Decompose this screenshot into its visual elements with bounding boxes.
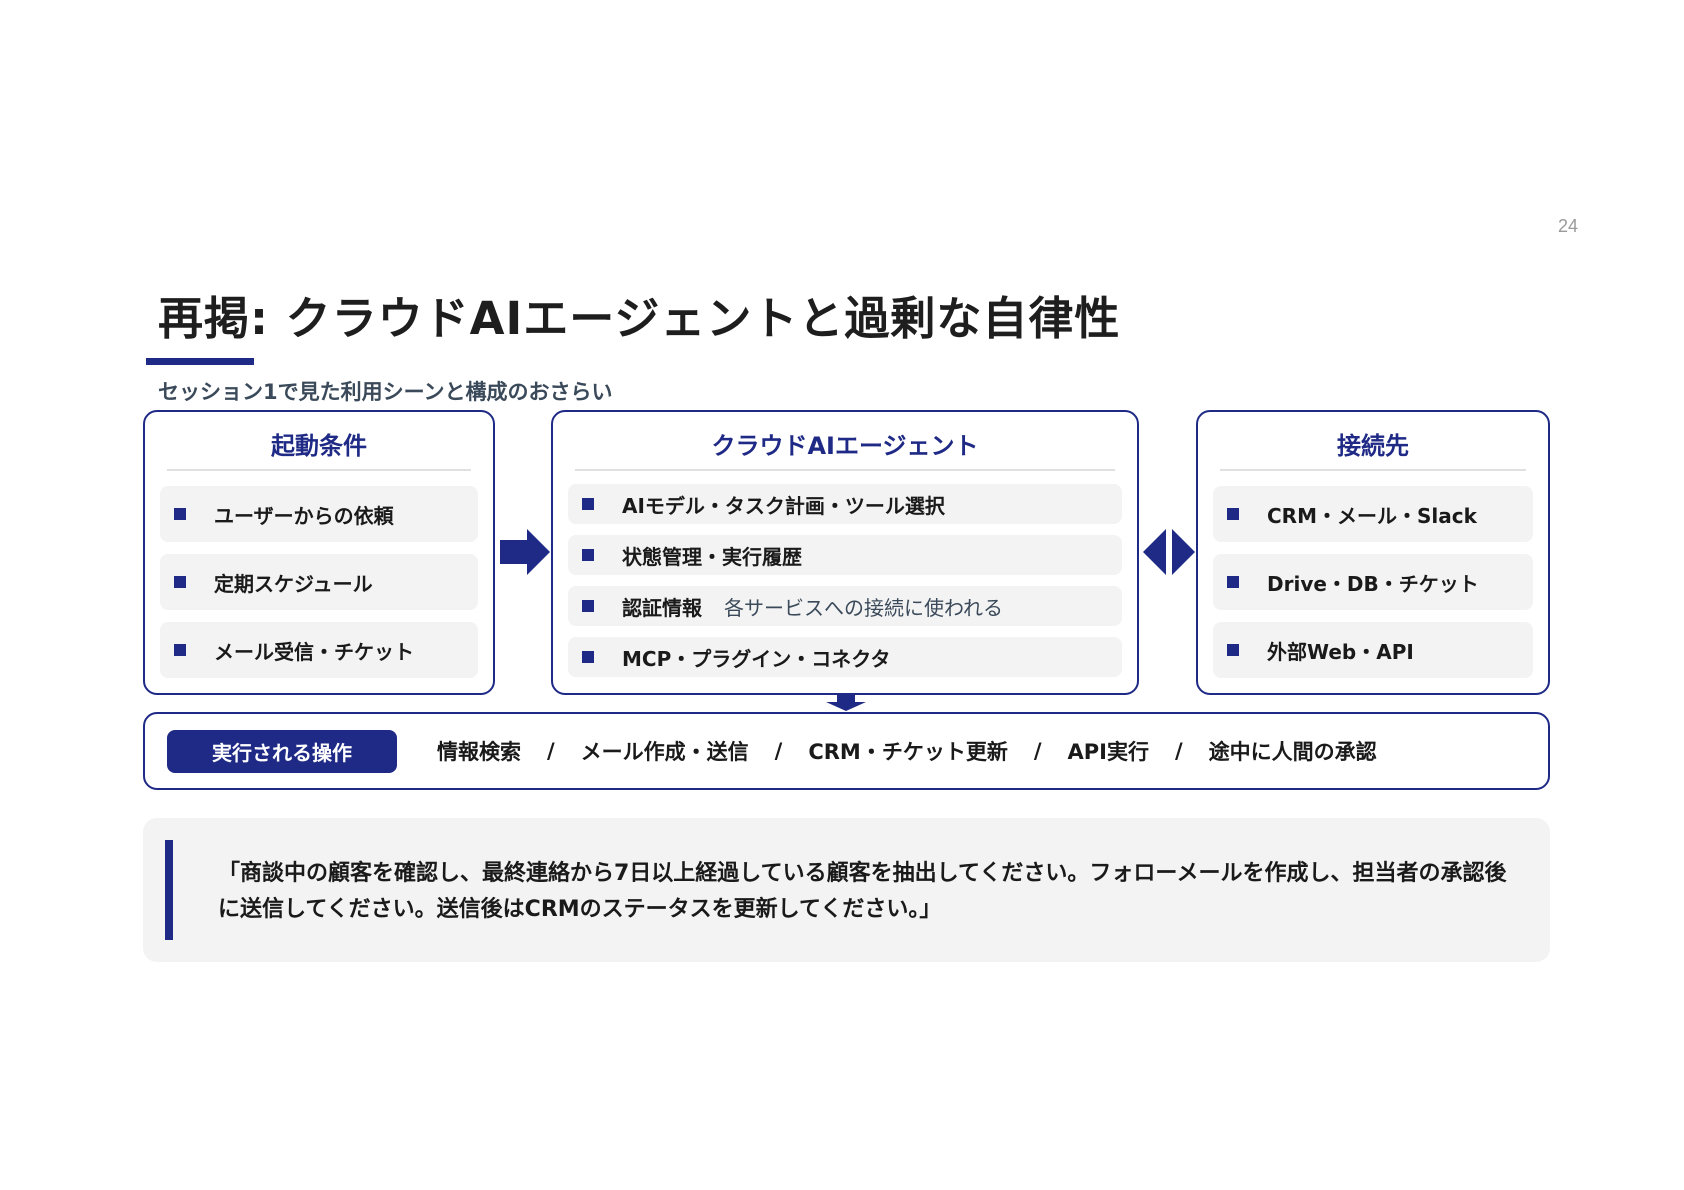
operation-separator: /: [1174, 739, 1183, 763]
arrow-right-icon: [500, 529, 550, 575]
list-item-label: 状態管理・実行履歴: [622, 544, 802, 569]
page-number: 24: [1557, 216, 1578, 236]
operation-item: メール作成・送信: [580, 740, 749, 764]
list-item-note: 各サービスへの接続に使われる: [724, 595, 1003, 620]
trigger-panel-header: 起動条件: [271, 432, 367, 460]
panel-divider: [575, 469, 1115, 471]
square-bullet-icon: [174, 644, 186, 656]
list-item-label: 認証情報: [622, 595, 702, 620]
quote-accent-bar: [165, 840, 173, 940]
panel-divider: [1220, 469, 1526, 471]
square-bullet-icon: [582, 498, 594, 510]
panel-divider: [167, 469, 471, 471]
list-item: 認証情報 各サービスへの接続に使われる: [568, 586, 1122, 626]
square-bullet-icon: [174, 576, 186, 588]
list-item-label: Drive・DB・チケット: [1267, 571, 1479, 596]
operation-item: 情報検索: [437, 740, 521, 764]
list-item: 定期スケジュール: [160, 554, 478, 610]
square-bullet-icon: [582, 651, 594, 663]
example-quote-box: 「商談中の顧客を確認し、最終連絡から7日以上経過している顧客を抽出してください。…: [143, 818, 1550, 962]
list-item-label: 外部Web・API: [1267, 639, 1414, 664]
connections-panel-header: 接続先: [1337, 432, 1409, 460]
example-quote-text: 「商談中の顧客を確認し、最終連絡から7日以上経過している顧客を抽出してください。…: [218, 861, 1507, 922]
square-bullet-icon: [582, 600, 594, 612]
agent-panel-header: クラウドAIエージェント: [711, 432, 979, 460]
list-item: AIモデル・タスク計画・ツール選択: [568, 484, 1122, 524]
operation-separator: /: [1033, 739, 1042, 763]
operations-badge: 実行される操作: [167, 729, 397, 773]
list-item-label: MCP・プラグイン・コネクタ: [622, 646, 891, 671]
title-accent-bar: [146, 358, 254, 365]
list-item: 状態管理・実行履歴: [568, 535, 1122, 575]
list-item: ユーザーからの依頼: [160, 486, 478, 542]
list-item-label: CRM・メール・Slack: [1267, 503, 1477, 528]
list-item: CRM・メール・Slack: [1213, 486, 1533, 542]
list-item: MCP・プラグイン・コネクタ: [568, 637, 1122, 677]
arrow-left-right-icon: [1143, 529, 1195, 575]
list-item-label: メール受信・チケット: [214, 639, 414, 664]
operation-item: API実行: [1067, 740, 1149, 764]
list-item: 外部Web・API: [1213, 622, 1533, 678]
list-item-label: 定期スケジュール: [214, 571, 373, 596]
arrow-down-icon: [826, 695, 866, 711]
square-bullet-icon: [582, 549, 594, 561]
list-item-label: ユーザーからの依頼: [214, 503, 394, 528]
square-bullet-icon: [1227, 576, 1239, 588]
list-item: メール受信・チケット: [160, 622, 478, 678]
list-item-label: AIモデル・タスク計画・ツール選択: [622, 493, 945, 518]
operation-item: 途中に人間の承認: [1208, 740, 1377, 764]
square-bullet-icon: [1227, 508, 1239, 520]
operation-separator: /: [774, 739, 783, 763]
page-subtitle: セッション1で見た利用シーンと構成のおさらい: [158, 380, 613, 404]
page-title: 再掲: クラウドAIエージェントと過剰な自律性: [158, 292, 1121, 345]
operation-separator: /: [547, 739, 555, 763]
operations-panel: 実行される操作 情報検索 / メール作成・送信 / CRM・チケット更新 / A…: [143, 712, 1550, 790]
agent-panel: クラウドAIエージェント AIモデル・タスク計画・ツール選択 状態管理・実行履歴…: [551, 410, 1139, 695]
connections-panel: 接続先 CRM・メール・Slack Drive・DB・チケット 外部Web・AP…: [1196, 410, 1550, 695]
operation-item: CRM・チケット更新: [808, 740, 1008, 764]
trigger-panel: 起動条件 ユーザーからの依頼 定期スケジュール メール受信・チケット: [143, 410, 495, 695]
square-bullet-icon: [174, 508, 186, 520]
square-bullet-icon: [1227, 644, 1239, 656]
list-item: Drive・DB・チケット: [1213, 554, 1533, 610]
